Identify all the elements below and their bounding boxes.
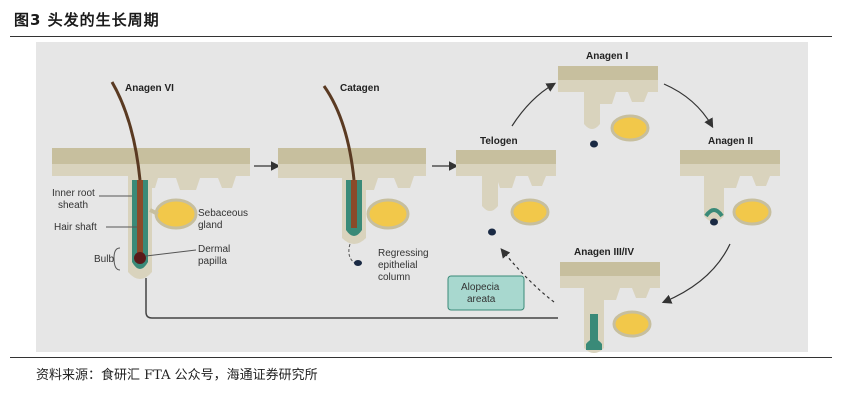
arrow-anagen-ii-to-anagen-iii-iv bbox=[661, 243, 731, 304]
telogen-follicle bbox=[456, 150, 556, 236]
catagen-follicle bbox=[278, 85, 426, 266]
label-inner-root-1: Inner root bbox=[52, 188, 95, 199]
figure-title: 图3 头发的生长周期 bbox=[14, 11, 160, 29]
label-regressing-2: epithelial bbox=[378, 260, 417, 271]
label-hair-shaft: Hair shaft bbox=[54, 222, 97, 233]
label-alopecia-2: areata bbox=[467, 294, 496, 305]
leader-dermal bbox=[145, 249, 197, 257]
stage-anagen-iii-iv: Anagen III/IV bbox=[574, 247, 634, 258]
stage-anagen-vi: Anagen VI bbox=[125, 83, 174, 94]
label-regressing-1: Regressing bbox=[378, 248, 429, 259]
return-line-to-anagen-vi bbox=[145, 278, 558, 319]
arrow-telogen-to-anagen-i bbox=[511, 82, 557, 127]
label-sebaceous-1: Sebaceous bbox=[198, 208, 248, 219]
label-regressing-3: column bbox=[378, 272, 410, 283]
label-alopecia-1: Alopecia bbox=[461, 282, 500, 293]
anagen-iii-iv-follicle bbox=[560, 262, 660, 353]
anagen-vi-follicle bbox=[52, 81, 250, 279]
alopecia-box bbox=[447, 275, 525, 311]
stage-anagen-i: Anagen I bbox=[586, 51, 628, 62]
top-rule bbox=[10, 36, 832, 37]
stage-catagen: Catagen bbox=[340, 83, 379, 94]
bottom-rule bbox=[10, 357, 832, 358]
label-dermal-1: Dermal bbox=[198, 244, 230, 255]
label-sebaceous-2: gland bbox=[198, 220, 222, 231]
arrow-alopecia-to-telogen bbox=[500, 248, 555, 303]
label-inner-root-2: sheath bbox=[58, 200, 88, 211]
stage-telogen: Telogen bbox=[480, 136, 518, 147]
figure-source: 资料来源：食研汇 FTA 公众号，海通证券研究所 bbox=[36, 368, 318, 383]
anagen-ii-follicle bbox=[680, 150, 780, 226]
arrow-anagen-i-to-anagen-ii bbox=[663, 83, 714, 129]
label-dermal-2: papilla bbox=[198, 256, 227, 267]
bracket-bulb bbox=[113, 247, 121, 271]
label-bulb: Bulb bbox=[94, 254, 114, 265]
diagram-panel bbox=[36, 42, 808, 352]
stage-anagen-ii: Anagen II bbox=[708, 136, 753, 147]
anagen-i-follicle bbox=[558, 66, 658, 148]
